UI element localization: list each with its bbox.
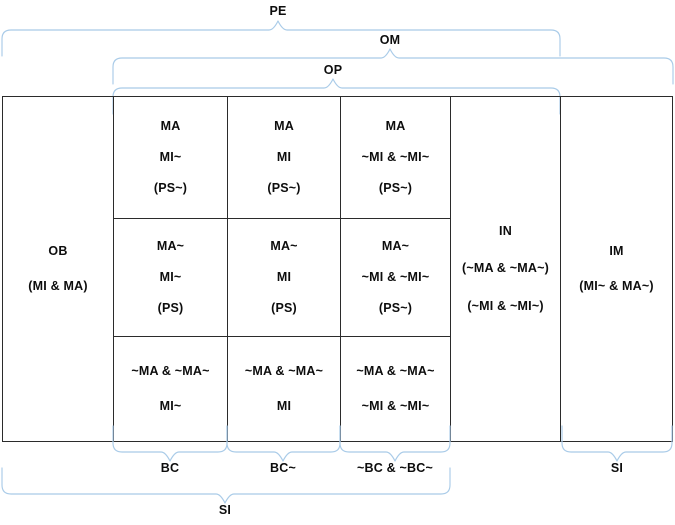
brace-label-bc-negated: ~BC & ~BC~ — [357, 461, 433, 475]
table-row: ~MA & ~MA~ MI~ ~MA & ~MA~ MI ~MA & ~MA~ … — [3, 336, 673, 442]
cell-r1c2: MA MI (PS~) — [227, 96, 341, 219]
brace-label-pe: PE — [269, 4, 287, 18]
classification-grid: OB (MI & MA) MA MI~ (PS~) MA MI (PS~ — [2, 96, 673, 442]
brace-si-wide — [0, 441, 675, 525]
cell-line: ~MI & ~MI~ — [361, 399, 430, 413]
brace-label-si-right: SI — [610, 461, 624, 475]
cell-line: MI — [276, 399, 292, 413]
cell-line: OB — [48, 243, 68, 258]
cell-line: MI~ — [159, 269, 182, 284]
brace-si-right — [0, 425, 675, 525]
cell-line: IM — [609, 243, 624, 258]
brace-label-op: OP — [323, 63, 343, 77]
cell-line: ~MA & ~MA~ — [244, 363, 324, 378]
cell-r2c2: MA~ MI (PS) — [227, 218, 341, 337]
cell-ob: OB (MI & MA) — [2, 96, 114, 442]
cell-line: MI~ — [159, 399, 182, 413]
cell-r1c3: MA ~MI & ~MI~ (PS~) — [340, 96, 451, 219]
cell-line: (MI~ & MA~) — [579, 279, 654, 293]
cell-r3c1: ~MA & ~MA~ MI~ — [113, 336, 228, 442]
cell-line: (PS~) — [153, 181, 188, 196]
brace-label-si-wide: SI — [218, 503, 232, 517]
cell-line: MA~ — [156, 238, 185, 253]
cell-line: MA — [274, 118, 294, 133]
cell-line: IN — [499, 224, 512, 239]
cell-line: (~MI & ~MI~) — [467, 298, 544, 313]
cell-r3c2: ~MA & ~MA~ MI — [227, 336, 341, 442]
cell-r2c3: MA~ ~MI & ~MI~ (PS~) — [340, 218, 451, 337]
cell-r3c3: ~MA & ~MA~ ~MI & ~MI~ — [340, 336, 451, 442]
cell-line: (PS~) — [378, 181, 413, 196]
cell-line: MI~ — [159, 149, 182, 164]
brace-pe — [0, 0, 675, 95]
cell-line: (~MA & ~MA~) — [461, 261, 549, 276]
table-row: MA~ MI~ (PS) MA~ MI (PS) MA~ ~MI & ~ — [3, 218, 673, 337]
cell-line: MA — [160, 118, 181, 133]
cell-line: (PS) — [271, 301, 297, 316]
cell-line: ~MI & ~MI~ — [361, 269, 430, 284]
brace-op — [0, 0, 675, 115]
cell-r1c1: MA MI~ (PS~) — [113, 96, 228, 219]
cell-line: (MI & MA) — [28, 279, 88, 293]
cell-line: (PS~) — [378, 301, 413, 316]
cell-line: ~MA & ~MA~ — [131, 363, 210, 378]
cell-line: MA~ — [270, 238, 298, 253]
cell-line: MI — [276, 269, 292, 284]
cell-line: MA~ — [381, 238, 410, 253]
cell-line: MA — [385, 118, 406, 133]
brace-bc-negated — [0, 425, 675, 525]
brace-label-bc-tilde: BC~ — [270, 461, 296, 475]
brace-bc — [0, 425, 675, 525]
cell-line: (PS) — [157, 301, 184, 316]
brace-bc-tilde — [0, 425, 675, 525]
cell-line: MI — [276, 149, 292, 164]
cell-line: (PS~) — [267, 181, 301, 196]
table-row: OB (MI & MA) MA MI~ (PS~) MA MI (PS~ — [2, 96, 673, 442]
brace-label-om: OM — [379, 33, 401, 47]
cell-in: IN (~MA & ~MA~) (~MI & ~MI~) — [450, 96, 561, 442]
brace-label-bc: BC — [160, 461, 180, 475]
brace-om — [0, 0, 675, 95]
cell-r2c1: MA~ MI~ (PS) — [113, 218, 228, 337]
cell-line: ~MA & ~MA~ — [356, 363, 435, 378]
cell-line: ~MI & ~MI~ — [361, 149, 430, 164]
cell-im: IM (MI~ & MA~) — [560, 96, 673, 442]
